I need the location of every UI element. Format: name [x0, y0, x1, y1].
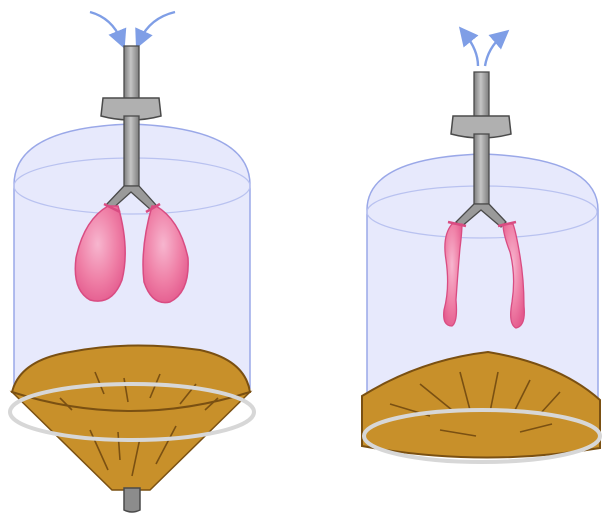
air-in-arrow-left	[90, 12, 121, 40]
trachea-tube	[474, 134, 489, 204]
exhale-model	[362, 34, 600, 462]
trachea-tube	[124, 116, 139, 186]
air-in-arrow-right	[140, 12, 175, 40]
diaphragm-pulled-down	[12, 345, 250, 512]
tube-top	[474, 72, 489, 120]
inhale-model	[10, 12, 254, 512]
tube-top	[124, 46, 139, 106]
air-in-arrows	[90, 12, 175, 40]
air-out-arrow-left	[465, 34, 478, 66]
diaphragm-pull-knob	[124, 488, 140, 512]
air-out-arrow-right	[485, 36, 502, 66]
air-out-arrows	[465, 34, 502, 66]
